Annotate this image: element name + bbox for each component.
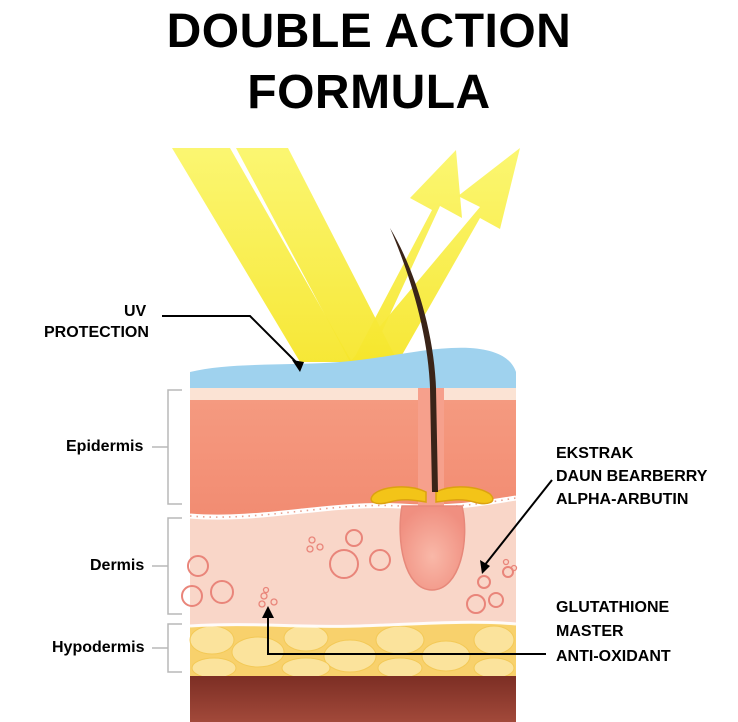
layer-brackets <box>152 389 182 673</box>
sebaceous-gland-left <box>370 486 427 505</box>
hypodermis-layer <box>189 622 516 679</box>
glutathione-label-line-1: GLUTATHIONE <box>556 599 670 616</box>
leader-uv <box>162 315 301 367</box>
dermis-label: Dermis <box>90 557 145 574</box>
uv-protection-label-line-2: PROTECTION <box>44 324 149 341</box>
leader-lines <box>162 315 553 655</box>
dermis-cells <box>181 529 514 614</box>
title-line-2: FORMULA <box>247 66 491 119</box>
glutathione-label-line-3: ANTI-OXIDANT <box>556 648 671 665</box>
bracket-epidermis <box>152 389 182 505</box>
bracket-hypodermis <box>152 623 182 673</box>
sebaceous-gland-right <box>435 486 494 505</box>
uv-reflect-2 <box>350 148 520 362</box>
uv-ray-left <box>172 148 352 362</box>
hypodermis-label: Hypodermis <box>52 639 145 656</box>
muscle-layer <box>190 676 516 722</box>
uv-ray-right <box>236 148 398 362</box>
bearberry-label-line-1: EKSTRAK <box>556 445 634 462</box>
leader-bearberry <box>483 479 553 567</box>
title-line-1: DOUBLE ACTION <box>166 5 572 58</box>
uv-protection-label-line-1: UV <box>124 303 147 320</box>
epidermis-label: Epidermis <box>66 438 144 455</box>
uv-rays <box>172 148 520 362</box>
leader-arrowheads <box>262 360 490 618</box>
glutathione-label-line-2: MASTER <box>556 623 624 640</box>
hair-shaft <box>390 228 438 492</box>
bearberry-label-line-2: DAUN BEARBERRY <box>556 468 708 485</box>
bearberry-label-line-3: ALPHA-ARBUTIN <box>556 491 689 508</box>
bracket-dermis <box>152 517 182 615</box>
uv-reflect-1 <box>300 150 462 362</box>
leader-glutathione <box>267 612 546 655</box>
